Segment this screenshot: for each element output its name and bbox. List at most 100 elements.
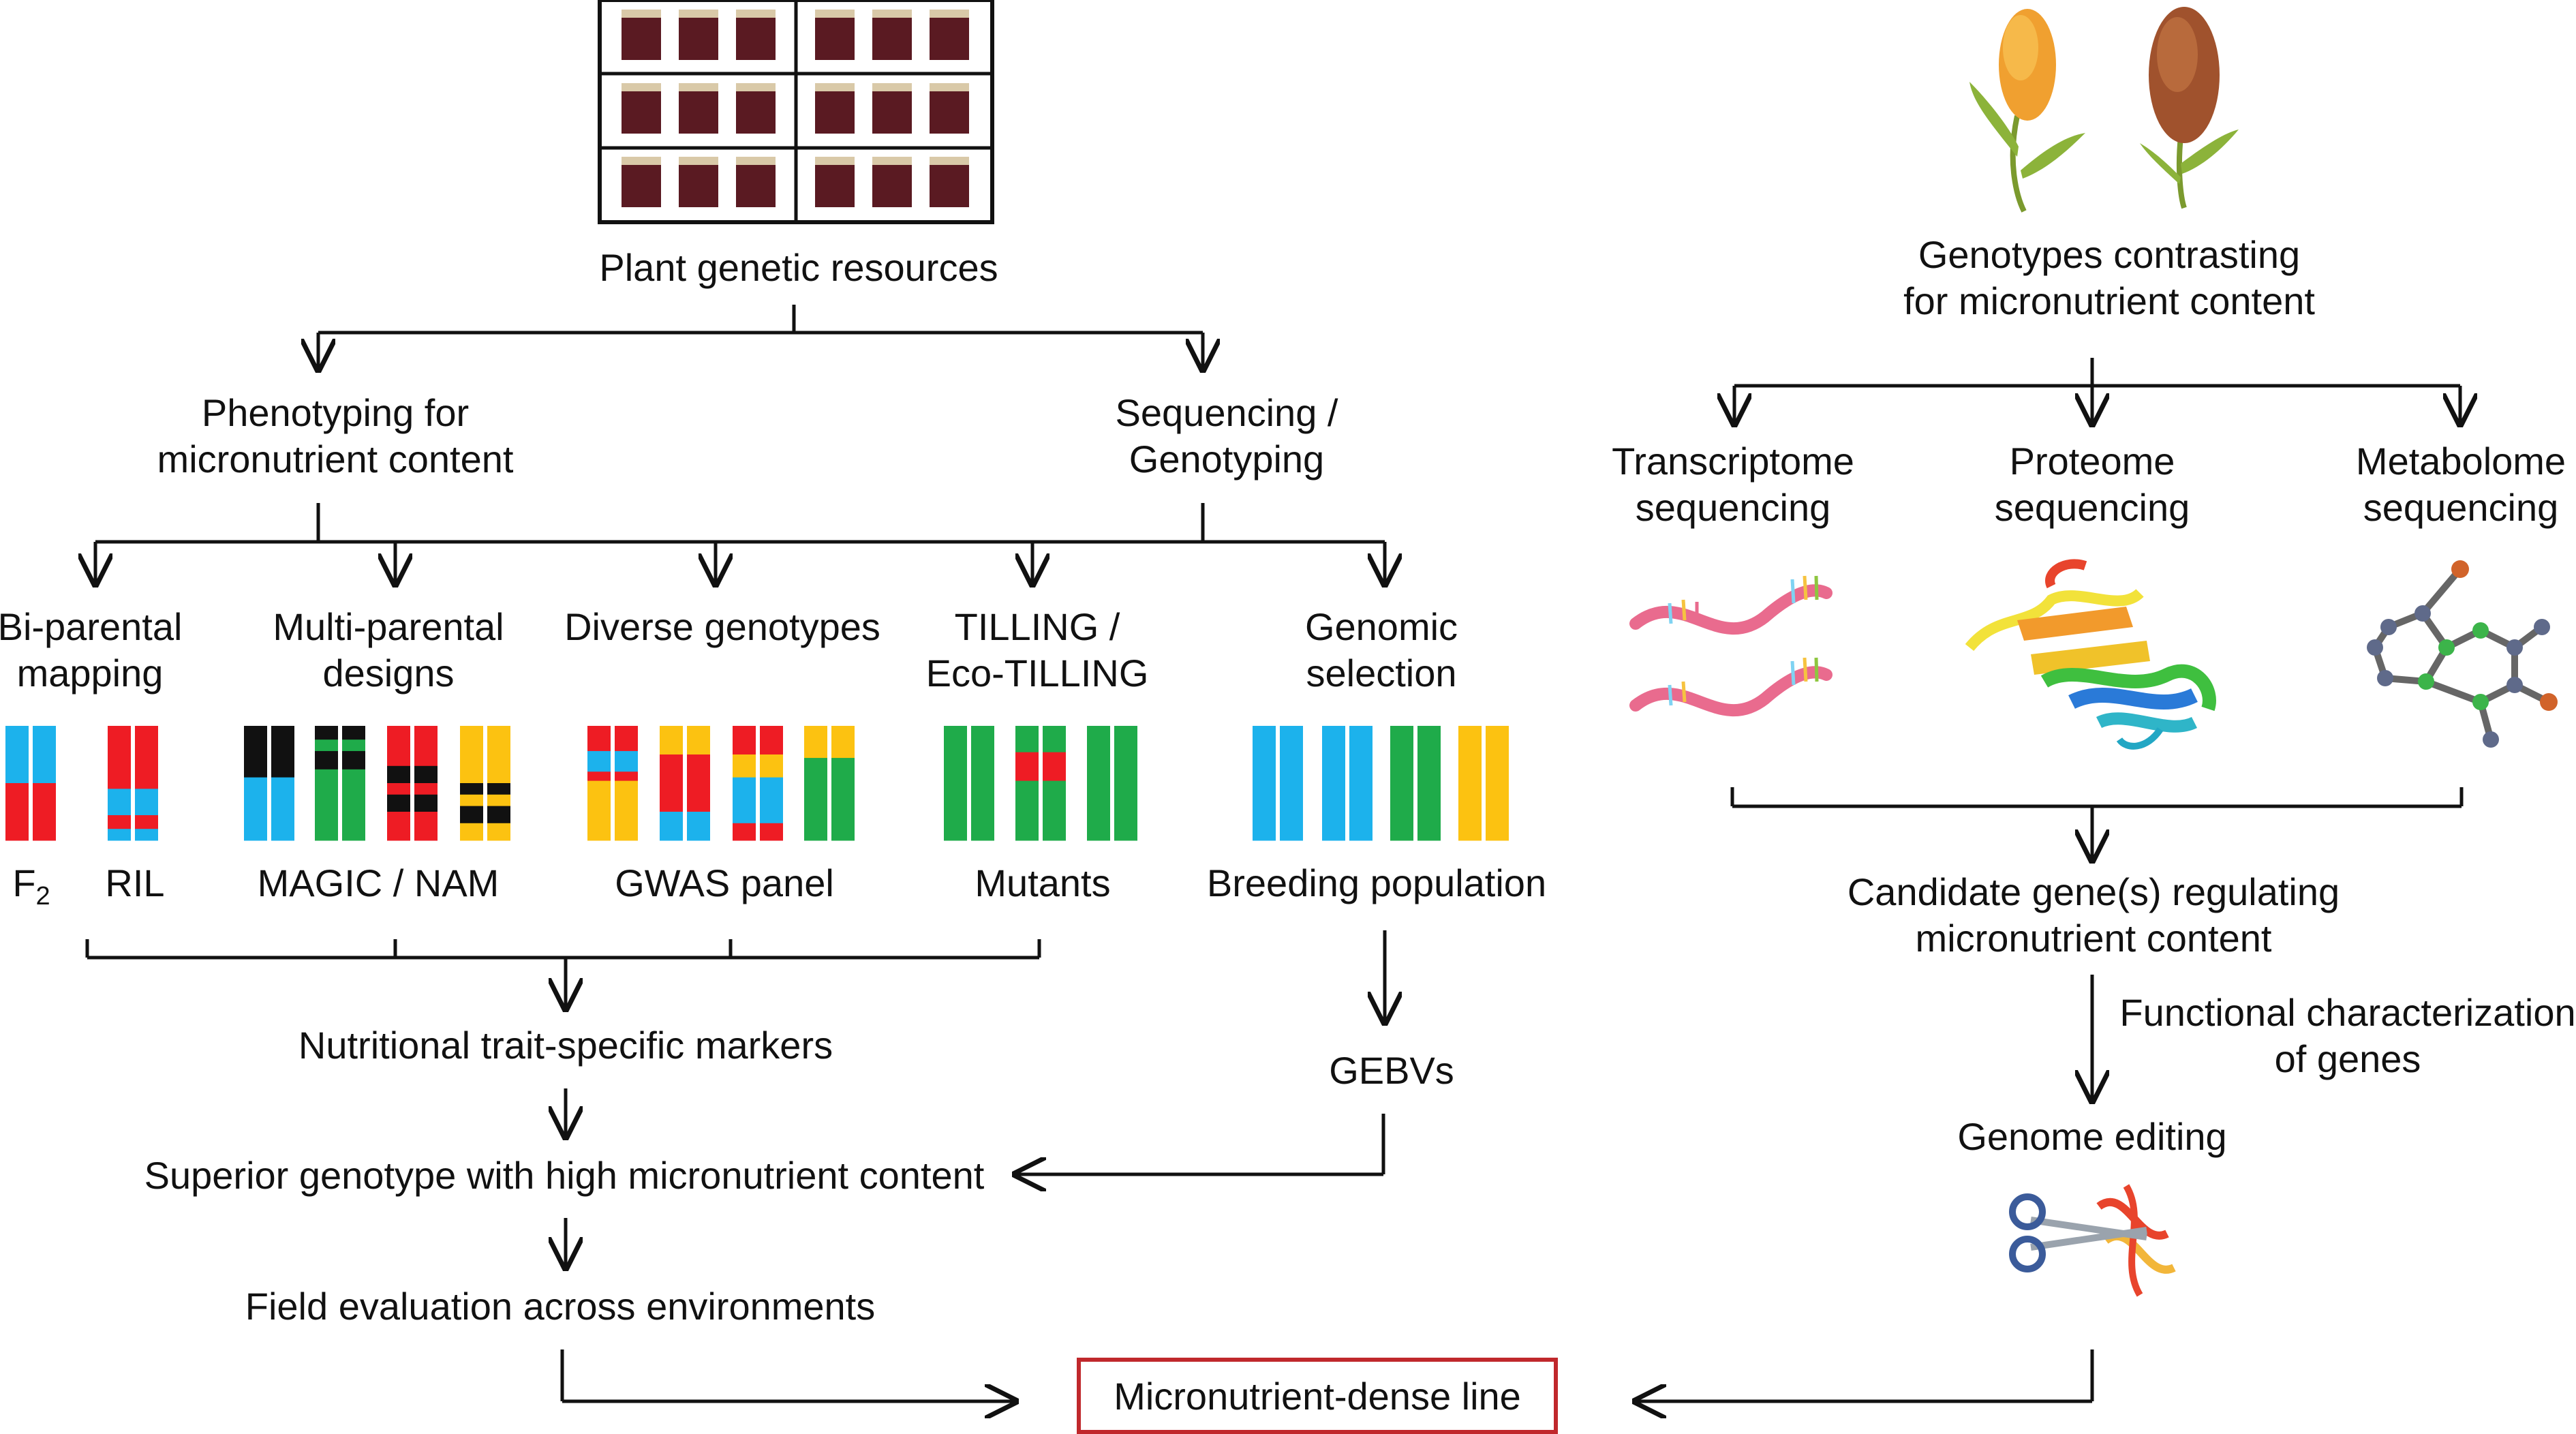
chromosome-segment xyxy=(5,726,29,784)
chromosome-segment xyxy=(135,726,158,789)
jar xyxy=(679,165,718,207)
sequencing-genotyping-label: Sequencing / Genotyping xyxy=(1116,390,1338,483)
chromosome-segment xyxy=(487,823,510,841)
chromosome-segment xyxy=(831,726,855,759)
jar xyxy=(815,91,855,134)
chromosome-segment xyxy=(587,780,611,841)
chromosome-segment xyxy=(33,783,56,841)
micronutrient-dense-line-label: Micronutrient-dense line xyxy=(1114,1374,1521,1418)
jar-lid xyxy=(622,10,661,18)
jar xyxy=(736,165,776,207)
genotypes-contrasting-label: Genotypes contrasting for micronutrient … xyxy=(1903,232,2315,324)
ril-label: RIL xyxy=(105,861,165,904)
chromosome-segment xyxy=(5,783,29,841)
chromosome-segment xyxy=(1015,780,1039,841)
jar-lid xyxy=(872,157,912,165)
jar xyxy=(622,165,661,207)
chromosome-segment xyxy=(587,772,611,782)
mutants-label: Mutants xyxy=(975,861,1111,904)
chromosome-segment xyxy=(487,726,510,784)
chromosome-segment xyxy=(460,806,483,824)
chromosome-segment xyxy=(387,812,410,841)
chromosome-segment xyxy=(1087,726,1110,841)
jar-lid xyxy=(679,157,718,165)
candidate-line-1: Candidate gene(s) regulating xyxy=(1847,870,2340,913)
chromosome-segment xyxy=(487,794,510,807)
chromosome-segment xyxy=(760,726,783,755)
chromosome-segment xyxy=(615,772,638,782)
jar-lid xyxy=(679,10,718,18)
sequencing-line-2: Genotyping xyxy=(1129,438,1325,480)
chromosome-segment xyxy=(460,823,483,841)
chromosome-segment xyxy=(1114,726,1137,841)
seed-bank-jars xyxy=(598,0,994,224)
contrasting-line-1: Genotypes contrasting xyxy=(1918,233,2301,276)
metabolite-molecule-icon xyxy=(2367,560,2558,748)
bi-parental-line-1: Bi-parental xyxy=(0,605,183,648)
bi-parental-mapping-label: Bi-parental mapping xyxy=(0,604,182,697)
jar-lid xyxy=(872,10,912,18)
chromosome-segment xyxy=(831,758,855,841)
chromosome-segment xyxy=(414,794,438,812)
chromosome-segment xyxy=(1015,726,1039,753)
field-evaluation-label: Field evaluation across environments xyxy=(245,1285,876,1328)
jar xyxy=(679,18,718,60)
chromosome-segment xyxy=(342,739,365,752)
candidate-line-2: micronutrient content xyxy=(1915,917,2272,960)
tilling-line-2: Eco-TILLING xyxy=(925,652,1149,695)
chromosome-segment xyxy=(244,777,267,841)
chromosome-segment xyxy=(414,812,438,841)
chromosome-segment xyxy=(271,726,294,778)
chromosome-segment xyxy=(487,806,510,824)
f2-base: F xyxy=(12,861,36,904)
chromosome-segment xyxy=(760,823,783,841)
jar xyxy=(622,18,661,60)
chromosome-segment xyxy=(1015,752,1039,782)
jar-lid xyxy=(815,157,855,165)
chromosome-segment xyxy=(387,765,410,784)
jar xyxy=(872,165,912,207)
proteome-sequencing-label: Proteome sequencing xyxy=(1995,438,2190,531)
chromosome-illustrations xyxy=(5,726,1509,841)
f2-label: F2 xyxy=(12,860,50,919)
chromosome-segment xyxy=(587,726,611,752)
jar-lid xyxy=(622,83,661,91)
chromosome-segment xyxy=(460,783,483,795)
chromosome-segment xyxy=(1043,726,1066,753)
chromosome-segment xyxy=(733,754,756,778)
chromosome-segment xyxy=(414,765,438,784)
jar-lid xyxy=(736,10,776,18)
chromosome-segment xyxy=(387,783,410,795)
jar xyxy=(872,18,912,60)
chromosome-segment xyxy=(108,829,131,841)
genome-editing-label: Genome editing xyxy=(1957,1115,2227,1158)
chromosome-segment xyxy=(1417,726,1441,841)
multi-parental-line-2: designs xyxy=(322,652,455,695)
left-connectors xyxy=(87,305,1385,1401)
jar-lid xyxy=(679,83,718,91)
chromosome-segment xyxy=(135,829,158,841)
chromosome-segment xyxy=(615,726,638,752)
chromosome-segment xyxy=(315,739,338,752)
chromosome-segment xyxy=(135,789,158,816)
functional-characterization-label: Functional characterization of genes xyxy=(2119,990,2575,1082)
chromosome-segment xyxy=(760,754,783,778)
chromosome-segment xyxy=(971,726,994,841)
chromosome-segment xyxy=(660,812,683,841)
jar xyxy=(736,18,776,60)
gebv-label: GEBVs xyxy=(1329,1049,1454,1092)
jar-lid xyxy=(930,157,969,165)
jar-lid xyxy=(736,83,776,91)
chromosome-segment xyxy=(587,750,611,772)
chromosome-segment xyxy=(33,726,56,784)
diverse-genotypes-line-1: Diverse genotypes xyxy=(564,605,880,648)
chromosome-segment xyxy=(804,758,827,841)
genomic-selection-label: Genomic selection xyxy=(1305,604,1458,697)
chromosome-segment xyxy=(460,726,483,784)
chromosome-segment xyxy=(135,815,158,829)
jar-lid xyxy=(815,83,855,91)
chromosome-segment xyxy=(487,783,510,795)
tilling-line-1: TILLING / xyxy=(954,605,1120,648)
genomic-selection-line-1: Genomic xyxy=(1304,605,1458,648)
chromosome-segment xyxy=(108,815,131,829)
